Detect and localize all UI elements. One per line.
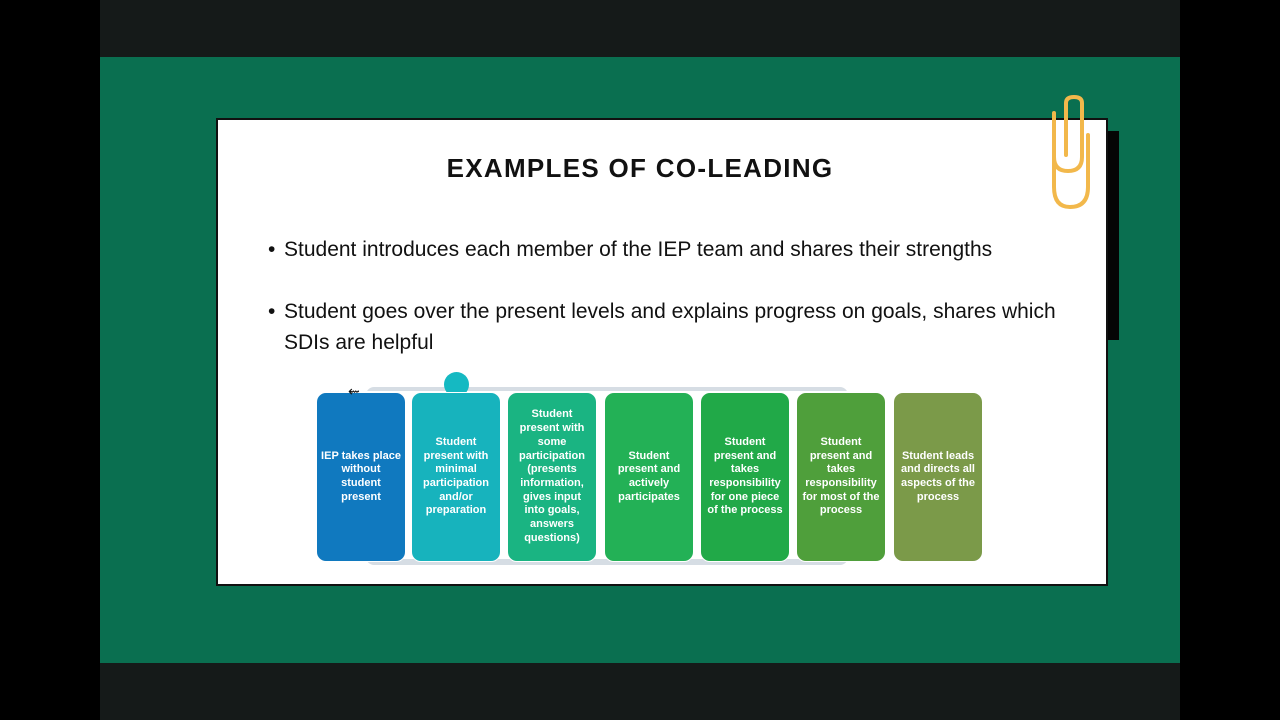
- bullet-item-1: • Student introduces each member of the …: [268, 234, 1068, 265]
- bullet-text: Student introduces each member of the IE…: [284, 238, 993, 261]
- step-card-3: Student present with some participation …: [507, 392, 597, 562]
- bullet-item-2: • Student goes over the present levels a…: [268, 296, 1068, 358]
- step-card-5: Student present and takes responsibility…: [700, 392, 790, 562]
- step-card-7: Student leads and directs all aspects of…: [893, 392, 983, 562]
- step-card-6: Student present and takes responsibility…: [796, 392, 886, 562]
- bullet-dot: •: [268, 300, 276, 323]
- step-card-1: IEP takes place without student present: [316, 392, 406, 562]
- bullet-text: Student goes over the present levels and…: [284, 300, 1056, 354]
- card-shadow: [1106, 131, 1119, 340]
- mouse-cursor-icon: ⇜: [348, 384, 360, 400]
- step-card-4: Student present and actively participate…: [604, 392, 694, 562]
- bullet-dot: •: [268, 238, 276, 261]
- step-card-2: Student present with minimal participati…: [411, 392, 501, 562]
- slide-title: EXAMPLES OF CO-LEADING: [446, 153, 834, 183]
- paperclip-icon: [1052, 95, 1090, 210]
